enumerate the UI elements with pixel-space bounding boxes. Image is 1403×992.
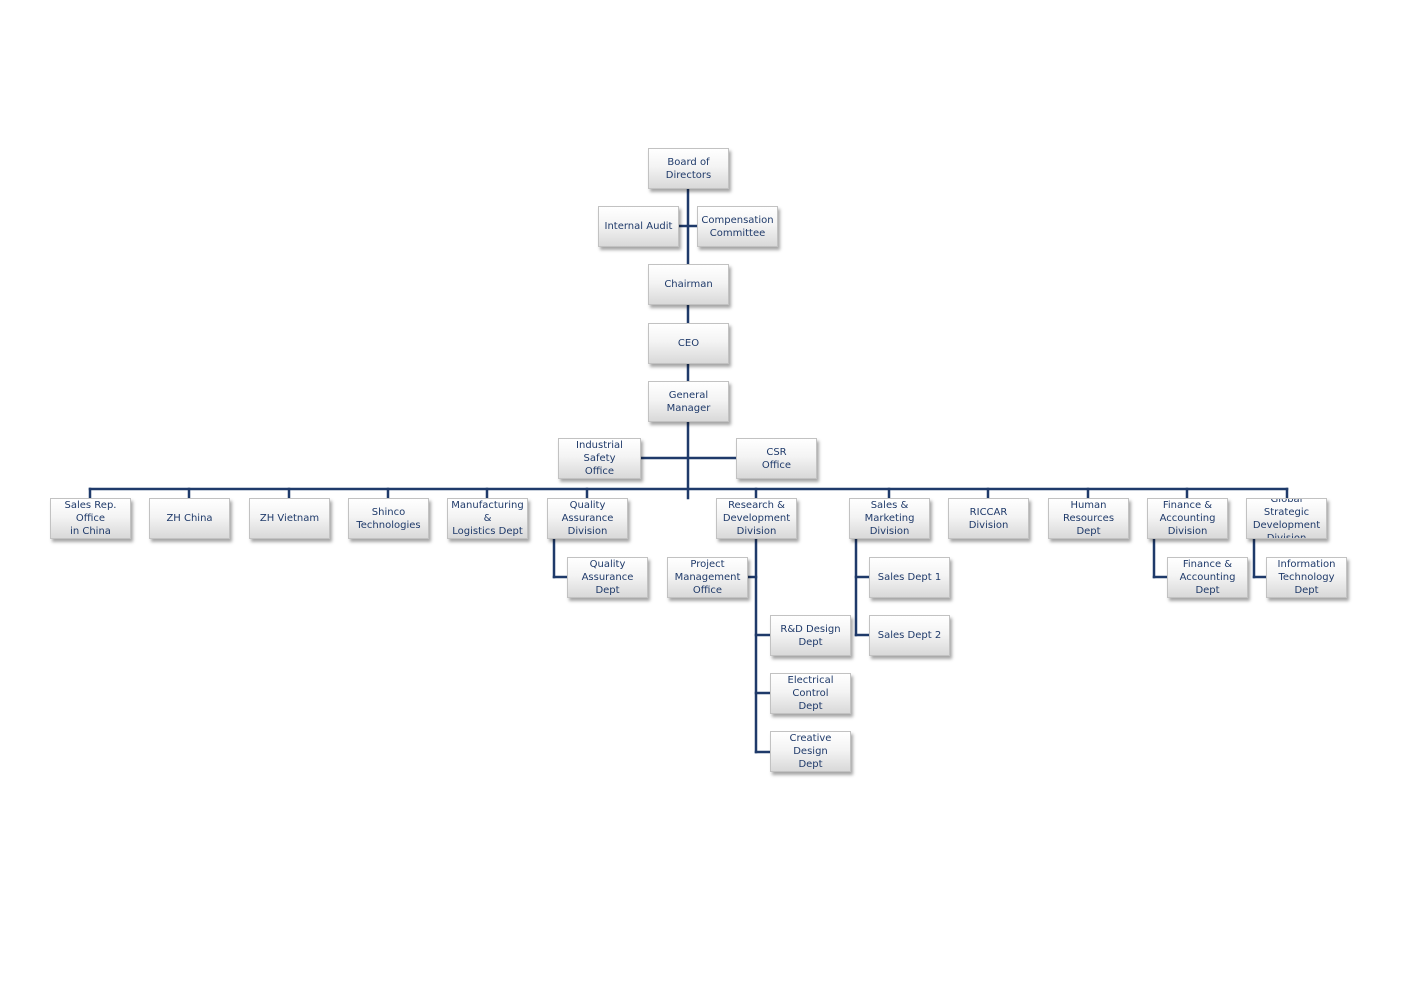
ceo-box: CEO — [648, 323, 729, 364]
chairman-box: Chairman — [648, 264, 729, 305]
information-technology-dept-box: Information Technology Dept — [1266, 557, 1347, 598]
rnd-design-dept-box: R&D Design Dept — [770, 615, 851, 656]
finance-accounting-dept-box: Finance & Accounting Dept — [1167, 557, 1248, 598]
csr-office-box: CSR Office — [736, 438, 817, 479]
finance-accounting-division-box: Finance & Accounting Division — [1147, 498, 1228, 539]
global-strategic-division-box: Global Strategic Development Division — [1246, 498, 1327, 539]
electrical-control-dept-box: Electrical Control Dept — [770, 673, 851, 714]
industrial-safety-office-box: Industrial Safety Office — [558, 438, 641, 479]
shinco-technologies-box: Shinco Technologies — [348, 498, 429, 539]
zh-vietnam-box: ZH Vietnam — [249, 498, 330, 539]
human-resources-box: Human Resources Dept — [1048, 498, 1129, 539]
riccar-division-box: RICCAR Division — [948, 498, 1029, 539]
creative-design-dept-box: Creative Design Dept — [770, 731, 851, 772]
rnd-division-box: Research & Development Division — [716, 498, 797, 539]
sales-marketing-division-box: Sales & Marketing Division — [849, 498, 930, 539]
zh-china-box: ZH China — [149, 498, 230, 539]
sales-dept-1-box: Sales Dept 1 — [869, 557, 950, 598]
internal-audit-box: Internal Audit — [598, 206, 679, 247]
project-management-office-box: Project Management Office — [667, 557, 748, 598]
compensation-committee-box: Compensation Committee — [697, 206, 778, 247]
sales-rep-office-china-box: Sales Rep. Office in China — [50, 498, 131, 539]
sales-dept-2-box: Sales Dept 2 — [869, 615, 950, 656]
board-of-directors-box: Board of Directors — [648, 148, 729, 189]
quality-assurance-division-box: Quality Assurance Division — [547, 498, 628, 539]
general-manager-box: General Manager — [648, 381, 729, 422]
quality-assurance-dept-box: Quality Assurance Dept — [567, 557, 648, 598]
manufacturing-logistics-box: Manufacturing & Logistics Dept — [447, 498, 528, 539]
